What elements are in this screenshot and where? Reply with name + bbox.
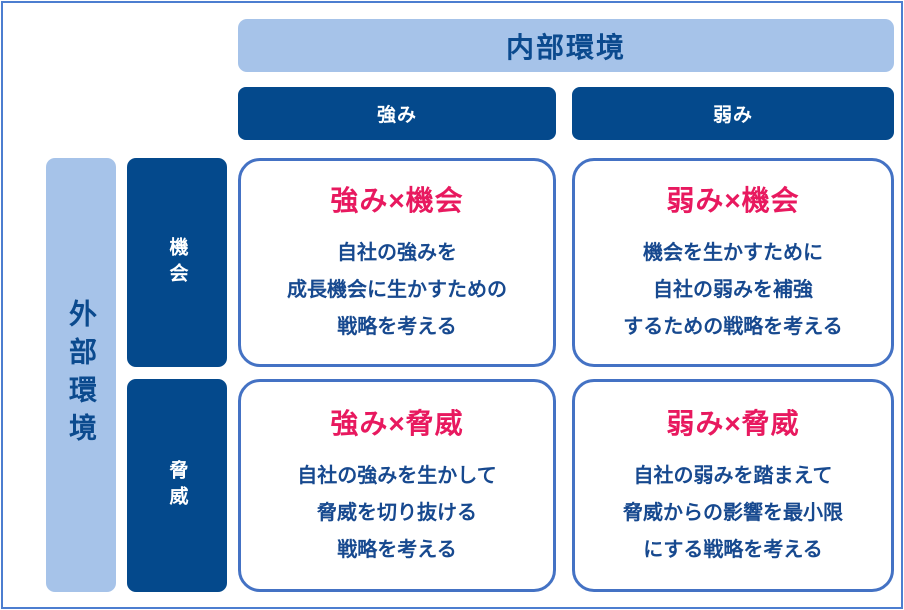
quadrant-weaknesses-threats: 弱み×脅威 自社の弱みを踏まえて 脅威からの影響を最小限 にする戦略を考える	[572, 379, 894, 592]
column-header-strengths: 強み	[238, 87, 556, 140]
quadrant-body-weaknesses-opportunities: 機会を生かすために 自社の弱みを補強 するための戦略を考える	[623, 242, 843, 338]
internal-environment-header: 内部環境	[238, 19, 894, 72]
column-header-weaknesses: 弱み	[572, 87, 894, 140]
row-header-threats: 脅威	[127, 379, 227, 592]
quadrant-title-weaknesses-opportunities: 弱み×機会	[666, 185, 800, 216]
quadrant-strengths-threats: 強み×脅威 自社の強みを生かして 脅威を切り抜ける 戦略を考える	[238, 379, 556, 592]
quadrant-title-strengths-threats: 強み×脅威	[330, 408, 464, 439]
quadrant-strengths-opportunities: 強み×機会 自社の強みを 成長機会に生かすための 戦略を考える	[238, 158, 556, 367]
quadrant-body-strengths-opportunities: 自社の強みを 成長機会に生かすための 戦略を考える	[287, 242, 507, 338]
quadrant-title-strengths-opportunities: 強み×機会	[330, 185, 464, 216]
quadrant-title-weaknesses-threats: 弱み×脅威	[666, 408, 800, 439]
row-header-opportunities: 機会	[127, 158, 227, 367]
external-environment-header: 外部環境	[46, 158, 116, 592]
quadrant-body-weaknesses-threats: 自社の弱みを踏まえて 脅威からの影響を最小限 にする戦略を考える	[623, 465, 843, 561]
quadrant-body-strengths-threats: 自社の強みを生かして 脅威を切り抜ける 戦略を考える	[297, 465, 497, 561]
quadrant-weaknesses-opportunities: 弱み×機会 機会を生かすために 自社の弱みを補強 するための戦略を考える	[572, 158, 894, 367]
